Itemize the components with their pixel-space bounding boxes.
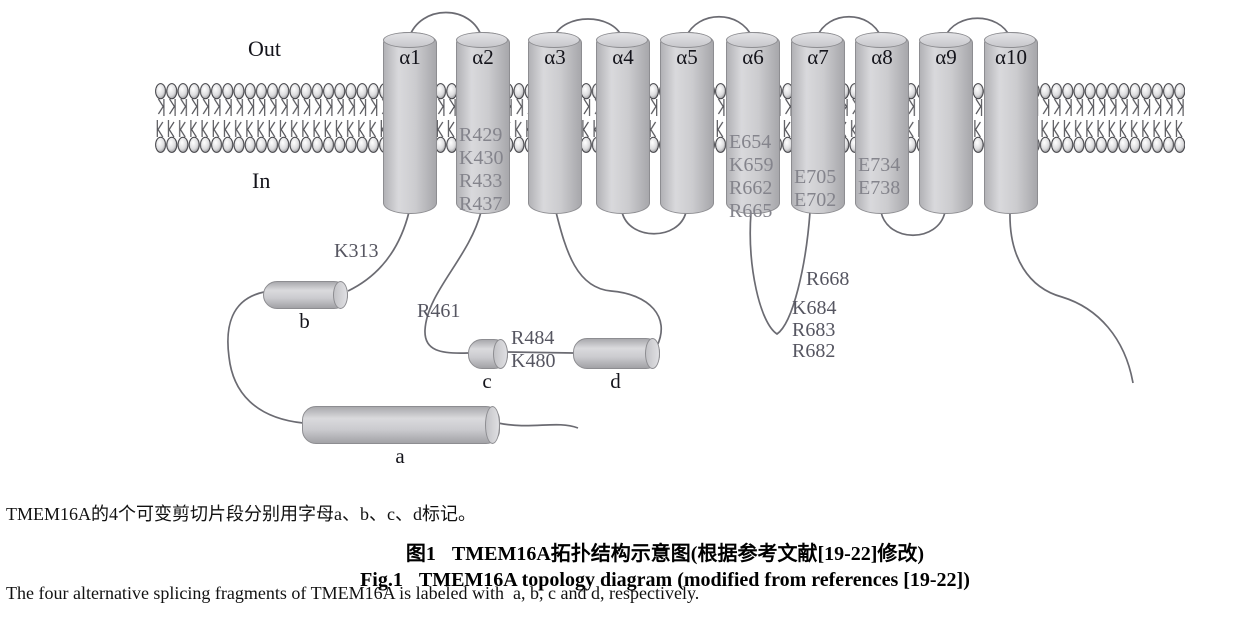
- link-c-to-d: [505, 351, 574, 354]
- figure-title-text-en: TMEM16A topology diagram (modified from …: [418, 569, 970, 591]
- segment-a: [302, 406, 500, 444]
- loop-in-a4-a5: [621, 211, 687, 235]
- helix-α5: α5: [660, 32, 714, 214]
- residue-list: E734 E738: [858, 154, 901, 199]
- loop-out-a5-a6: [685, 16, 753, 38]
- segment-c: [468, 339, 508, 369]
- in-label: In: [252, 168, 271, 193]
- residue-list: E705 E702: [794, 166, 837, 211]
- loop-out-a9-a10: [944, 17, 1011, 38]
- helix-label: α7: [807, 45, 829, 69]
- loop-label-K684: K684: [792, 297, 837, 319]
- loop-a2-to-c: [424, 211, 482, 355]
- loop-d-to-a3: [555, 211, 663, 347]
- loop-curves: [227, 11, 1134, 429]
- helix-α4: α4: [596, 32, 650, 214]
- loop-out-a1-a2: [408, 11, 483, 39]
- figure-number-zh: 图1: [405, 543, 436, 565]
- loop-label-R668: R668: [806, 268, 850, 290]
- helix-label: α6: [742, 45, 764, 69]
- segment-label-a: a: [395, 444, 405, 468]
- residue-list: E654 K659 R662 R665: [729, 131, 774, 222]
- loop-label-R682: R682: [792, 340, 836, 362]
- segment-label-d: d: [610, 369, 621, 393]
- loop-a1-to-b: [347, 211, 410, 292]
- helix-label: α8: [871, 45, 893, 69]
- loop-b-to-a: [227, 291, 304, 424]
- helix-label: α3: [544, 45, 566, 69]
- helix-α1: α1: [383, 32, 437, 214]
- loop-out-a7-a8: [816, 16, 882, 38]
- helix-label: α5: [676, 45, 698, 69]
- note-en: The four alternative splicing fragments …: [6, 583, 700, 603]
- loop-in-a8-a9: [880, 211, 946, 236]
- helix-label: α9: [935, 45, 957, 69]
- loop-label-R484: R484: [511, 327, 555, 349]
- helix-label: α2: [472, 45, 494, 69]
- helix-label: α4: [612, 45, 634, 69]
- c-terminal-tail: [1009, 211, 1134, 384]
- out-label: Out: [248, 36, 281, 61]
- figure-title-en: Fig.1 TMEM16A topology diagram (modified …: [80, 569, 1250, 592]
- figure-number-en: Fig.1: [360, 569, 403, 591]
- figure-title-zh: 图1 TMEM16A拓扑结构示意图(根据参考文献[19-22]修改): [80, 537, 1250, 566]
- segment-b: [263, 281, 348, 309]
- loop-label-R461: R461: [417, 300, 461, 322]
- segment-label-c: c: [482, 369, 492, 393]
- helix-label: α10: [994, 45, 1027, 69]
- segment-d: [573, 338, 660, 369]
- tail-after-a: [497, 422, 579, 429]
- residue-list: R429 K430 R433 R437: [459, 124, 504, 215]
- helix-label: α1: [399, 45, 421, 69]
- loop-out-a3-a4: [553, 18, 623, 38]
- loop-in-a6-a7: [749, 211, 811, 336]
- segment-label-b: b: [299, 309, 310, 333]
- figure-notes: TMEM16A的4个可变剪切片段分别用字母a、b、c、d标记。 The four…: [6, 458, 699, 623]
- helix-α9: α9: [919, 32, 973, 214]
- figure-title-text-zh: TMEM16A拓扑结构示意图(根据参考文献[19-22]修改): [451, 543, 925, 565]
- helix-α3: α3: [528, 32, 582, 214]
- loop-label-R683: R683: [792, 319, 836, 341]
- helix-α10: α10: [984, 32, 1038, 214]
- loop-label-K313: K313: [334, 240, 379, 262]
- note-zh: TMEM16A的4个可变剪切片段分别用字母a、b、c、d标记。: [6, 504, 476, 524]
- loop-label-K480: K480: [511, 350, 556, 372]
